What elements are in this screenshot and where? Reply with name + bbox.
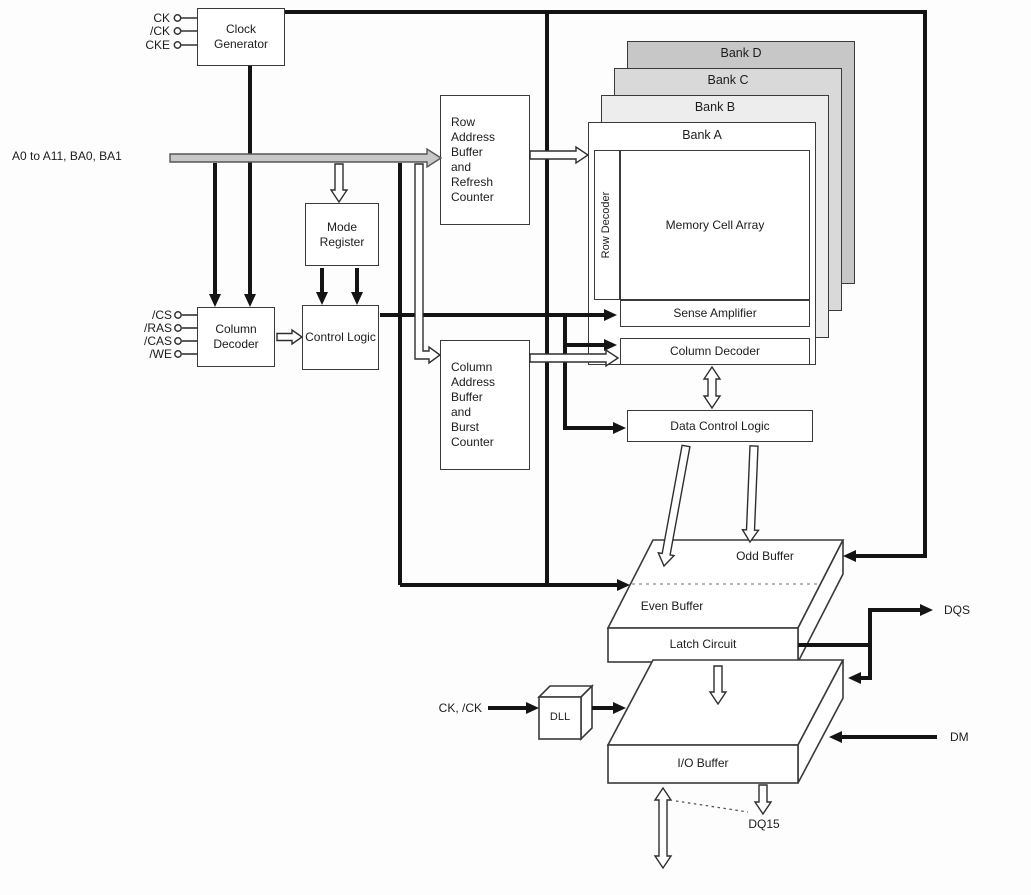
latch-circuit-front-face [607,627,799,663]
data-control-logic-block: Data Control Logic [627,410,813,442]
cas-pin-label: /CAS [143,334,172,348]
row-address-buffer-label: Row Address Buffer and Refresh Counter [451,115,496,204]
we-pin-label: /WE [149,347,172,361]
data-control-logic-label: Data Control Logic [670,418,770,433]
bank-column-decoder-block: Column Decoder [620,338,810,365]
io-buffer-front-face [607,744,799,784]
io-buffer-label: I/O Buffer [677,756,729,770]
ckb-pin-label: /CK [149,24,170,38]
ck-pin-label: CK [153,11,170,25]
address-bus-label: A0 to A11, BA0, BA1 [12,149,122,163]
column-decoder-label: Column Decoder [213,322,259,351]
even-buffer-label: Even Buffer [640,599,704,613]
mode-register-block: Mode Register [305,203,379,266]
control-logic-label: Control Logic [305,330,376,344]
bank-column-decoder-label: Column Decoder [669,344,761,358]
clock-generator-block: Clock Generator [197,8,285,66]
memory-cell-array-label: Memory Cell Array [665,217,765,232]
bank-c-label: Bank C [707,73,749,87]
ras-pin-label: /RAS [143,321,172,335]
memory-cell-array-block: Memory Cell Array [620,150,810,300]
dm-pin-label: DM [950,730,969,744]
ck-pair-label: CK, /CK [438,701,482,715]
column-address-buffer-label: Column Address Buffer and Burst Counter [451,360,496,449]
row-decoder-label: Row Decoder [600,191,612,259]
cke-pin-label: CKE [145,38,170,52]
odd-buffer-label: Odd Buffer [736,549,794,563]
column-address-buffer-block: Column Address Buffer and Burst Counter [440,340,530,470]
bank-a-label: Bank A [682,128,722,142]
bank-b-label: Bank B [694,100,736,114]
sense-amplifier-block: Sense Amplifier [620,300,810,327]
sense-amplifier-label: Sense Amplifier [673,306,757,320]
control-logic-block: Control Logic [302,305,379,370]
mode-register-label: Mode Register [319,219,365,249]
dq15-pin-label: DQ15 [748,817,780,831]
dqs-pin-label: DQS [944,603,971,617]
latch-circuit-label: Latch Circuit [669,637,737,651]
cs-pin-label: /CS [151,308,172,322]
dll-front-face [538,696,582,740]
column-decoder-block: Column Decoder [197,307,275,367]
bank-d-label: Bank D [720,46,762,60]
row-address-buffer-block: Row Address Buffer and Refresh Counter [440,95,530,225]
clock-generator-label: Clock Generator [213,22,269,51]
dll-label: DLL [549,711,571,723]
